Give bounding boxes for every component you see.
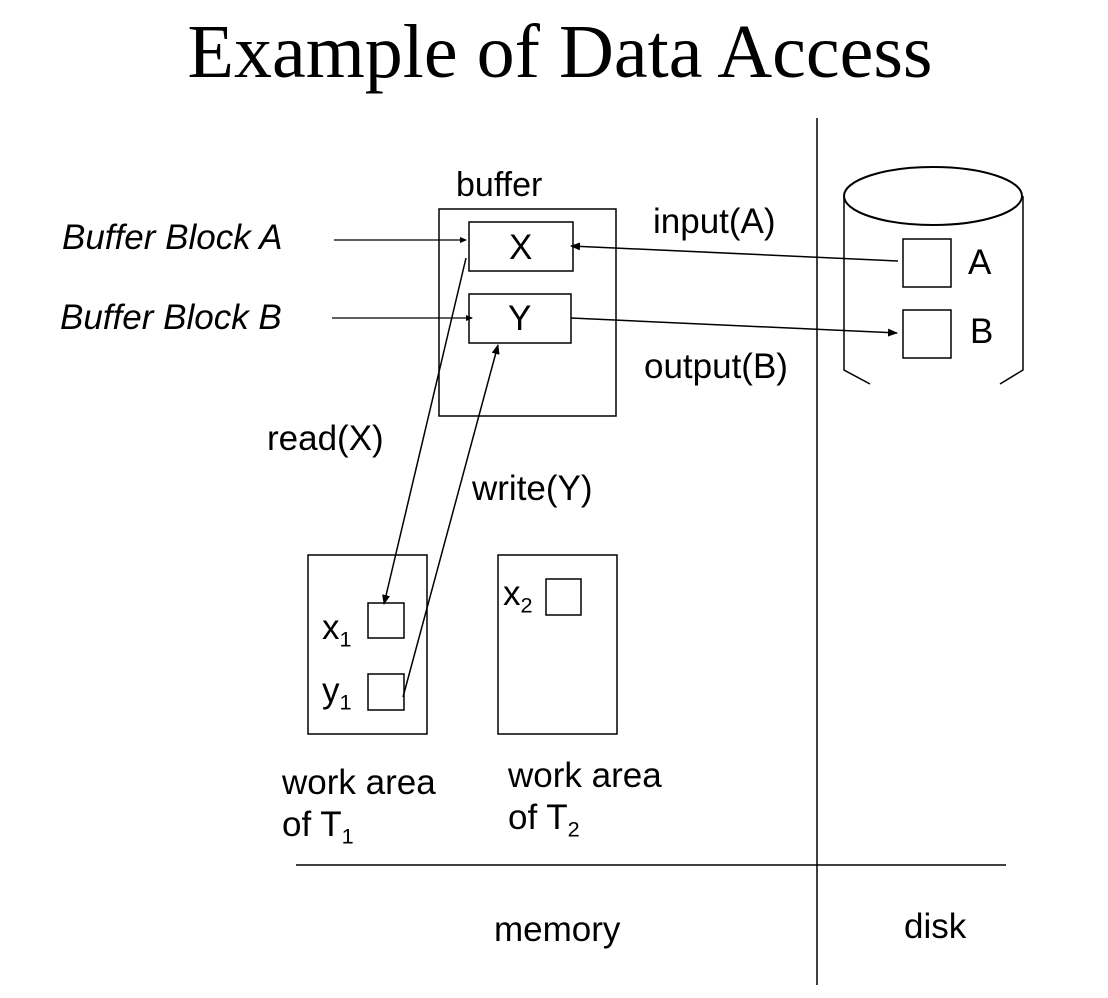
buffer-slot-y-label: Y <box>508 299 532 338</box>
var-name: x <box>503 574 521 613</box>
read-operation-label: read(X) <box>267 419 384 458</box>
disk-cylinder <box>843 166 1024 385</box>
work-area-t2-slot-x <box>545 578 582 616</box>
buffer-block-a-label: Buffer Block A <box>62 218 283 257</box>
memory-region-label: memory <box>494 910 621 949</box>
var-name: y <box>322 671 340 710</box>
work-area-t1-slot-x <box>367 602 405 639</box>
arrow-read <box>382 257 467 605</box>
disk-block-b-label: B <box>970 312 994 351</box>
caption-line: work area <box>282 763 436 802</box>
buffer-label: buffer <box>456 166 543 204</box>
caption-text: of T <box>282 805 342 844</box>
page-title: Example of Data Access <box>187 10 933 94</box>
work-area-t2-box <box>497 554 618 735</box>
work-area-t1-slot-y <box>367 673 405 711</box>
write-operation-label: write(Y) <box>472 469 593 508</box>
var-subscript: 2 <box>520 592 533 618</box>
work-area-t2-caption: work area of T2 <box>508 755 662 842</box>
caption-subscript: 1 <box>341 823 354 849</box>
disk-block-a <box>902 238 952 288</box>
arrow-output <box>570 317 898 337</box>
buffer-slot-x-label: X <box>509 228 533 267</box>
caption-line: of T1 <box>282 804 436 849</box>
work-area-t1-box <box>307 554 428 735</box>
buffer-box <box>438 208 617 417</box>
disk-block-b <box>902 309 952 359</box>
disk-region-label: disk <box>904 907 967 946</box>
buffer-block-b-label: Buffer Block B <box>60 298 282 337</box>
caption-line: of T2 <box>508 797 662 842</box>
input-operation-label: input(A) <box>653 202 776 241</box>
caption-text: of T <box>508 798 568 837</box>
var-subscript: 1 <box>339 689 352 715</box>
work-area-t1-y-label: y1 <box>322 671 352 713</box>
work-area-t2-x-label: x2 <box>503 574 533 616</box>
var-subscript: 1 <box>339 626 352 652</box>
output-operation-label: output(B) <box>644 347 788 386</box>
caption-line: work area <box>508 756 662 795</box>
var-name: x <box>322 608 340 647</box>
work-area-t1-x-label: x1 <box>322 608 352 650</box>
disk-block-a-label: A <box>968 243 992 282</box>
caption-subscript: 2 <box>567 816 580 842</box>
arrow-write <box>402 344 500 698</box>
arrow-input <box>570 242 899 262</box>
work-area-t1-caption: work area of T1 <box>282 762 436 849</box>
